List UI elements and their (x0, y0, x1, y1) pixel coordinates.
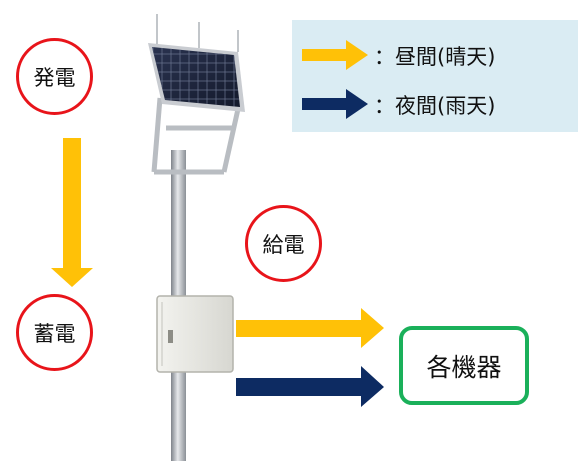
arrow-supply-nighttime (236, 366, 384, 407)
legend: ：昼間(晴天) ：夜間(雨天) (292, 20, 578, 132)
legend-daytime-label: ：昼間(晴天) (374, 45, 496, 69)
controller-box (156, 295, 234, 373)
node-equipment: 各機器 (399, 326, 529, 405)
panel-bracket (151, 97, 243, 175)
legend-daytime-arrow-icon (302, 40, 368, 70)
node-supply: 給電 (245, 205, 322, 282)
node-equipment-label: 各機器 (426, 352, 502, 382)
node-storage: 蓄電 (16, 294, 93, 371)
arrow-supply-daytime (236, 308, 384, 348)
arrow-generation-to-storage (51, 138, 93, 287)
legend-nighttime-label: ：夜間(雨天) (374, 94, 496, 118)
node-generation-label: 発電 (33, 65, 76, 90)
legend-nighttime-arrow-icon (302, 89, 368, 119)
solar-panel (148, 43, 245, 112)
node-storage-label: 蓄電 (33, 321, 76, 346)
node-generation: 発電 (16, 38, 93, 115)
node-supply-label: 給電 (262, 232, 305, 257)
